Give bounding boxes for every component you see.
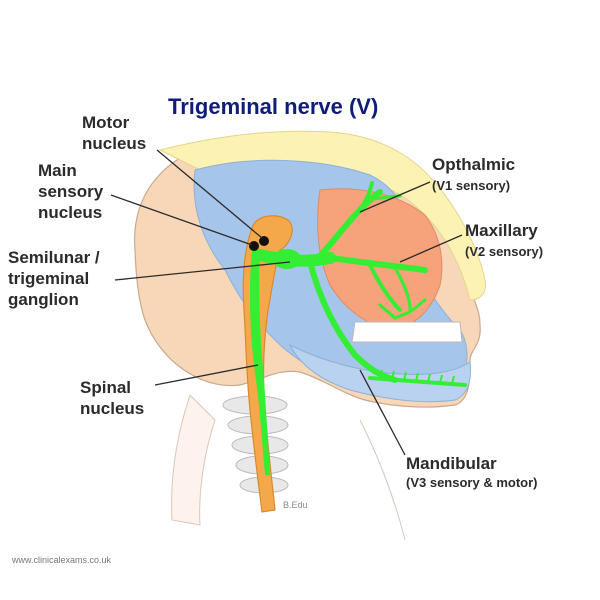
motor-nucleus-dot: [259, 236, 269, 246]
label-mandibular: Mandibular: [406, 454, 497, 473]
neck-front-outline: [359, 419, 406, 541]
label-motor-nucleus: Motor nucleus: [82, 112, 146, 154]
label-main-sensory-line3: nucleus: [38, 203, 103, 222]
label-motor-line1: Motor: [82, 113, 130, 132]
label-spinal-line1: Spinal: [80, 378, 132, 397]
label-opthalmic: Opthalmic: [432, 155, 516, 174]
label-ganglion-line2: trigeminal: [8, 269, 90, 288]
label-maxillary-sub: (V2 sensory): [465, 244, 544, 259]
label-spinal-line2: nucleus: [80, 399, 145, 418]
label-main-sensory-line1: Main: [38, 161, 77, 180]
label-opthalmic-sub: (V1 sensory): [432, 178, 511, 193]
illustrator-credit: B.Edu: [283, 500, 308, 510]
footer-url: www.clinicalexams.co.uk: [12, 555, 112, 565]
label-ganglion-line3: ganglion: [8, 290, 79, 309]
upper-teeth: [351, 321, 463, 343]
label-ganglion-line1: Semilunar /: [8, 248, 100, 267]
leader-lines: [110, 149, 463, 456]
label-main-sensory-nucleus: Main sensory nucleus: [38, 160, 103, 223]
ganglion-shape: [273, 249, 301, 269]
label-ganglion: Semilunar / trigeminal ganglion: [8, 247, 100, 310]
label-spinal-nucleus: Spinal nucleus: [80, 377, 144, 419]
diagram-title: Trigeminal nerve (V): [168, 94, 379, 119]
label-mandibular-sub: (V3 sensory & motor): [406, 475, 538, 490]
mandibular-teeth-branches: [379, 369, 455, 385]
label-main-sensory-line2: sensory: [38, 182, 104, 201]
label-maxillary: Maxillary: [465, 221, 538, 240]
neck-outline: [171, 394, 216, 526]
label-motor-line2: nucleus: [82, 134, 147, 153]
spinal-nucleus-shape: [249, 250, 270, 475]
main-sensory-nucleus-dot: [249, 241, 259, 251]
